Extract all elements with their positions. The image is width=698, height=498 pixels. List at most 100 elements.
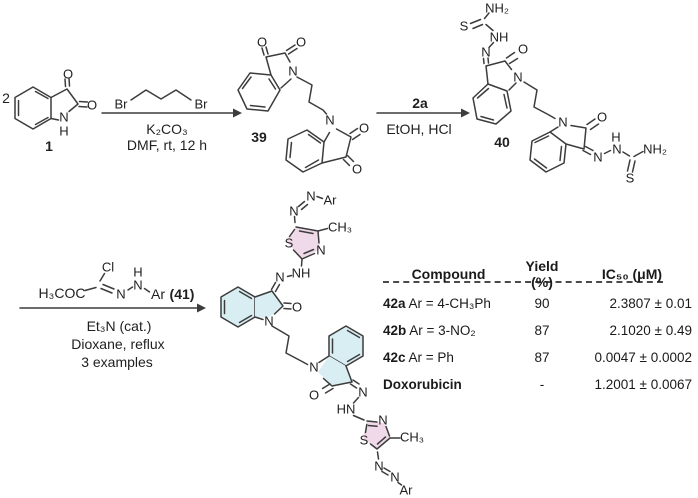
results-table: Compound Yield (%) IC₅₀ (μM) 42a Ar = 4-… [383, 258, 698, 398]
imine-n-label: N [481, 45, 490, 60]
carbonyl-o-label: O [518, 42, 528, 57]
compound-code: 42b [383, 323, 407, 338]
thiazole-s-label: S [285, 236, 294, 251]
ring-n-label: N [59, 110, 68, 125]
reagent-41: H₃COC Cl N N H Ar (41) [39, 260, 195, 303]
nh-n-label: N [612, 142, 621, 157]
carbonyl-o-label: O [359, 121, 369, 136]
carbonyl-o-label: O [87, 98, 97, 113]
yield-value: - [539, 377, 545, 392]
cl-label: Cl [102, 260, 114, 275]
table-header-yield: Yield (%) [525, 258, 559, 290]
aryl-label: Ar [151, 286, 165, 302]
table-row: 42c Ar = Ph 87 0.0047 ± 0.0002 [383, 344, 698, 371]
carbonyl-o-label: O [309, 388, 319, 403]
compound-code: Doxorubicin [383, 377, 462, 392]
nh-h-label: H [133, 265, 142, 280]
methyl-label: CH₃ [328, 220, 352, 235]
arrowhead-icon [233, 108, 242, 118]
nh-h-label: H [611, 130, 620, 145]
table-row: 42b Ar = 3-NO₂ 87 2.1020 ± 0.49 [383, 317, 698, 344]
yield-value: 87 [534, 323, 550, 338]
examples-label: 3 examples [81, 354, 153, 370]
arrowhead-icon [461, 108, 470, 118]
br-label: Br [195, 97, 209, 112]
arrowhead-icon [197, 303, 206, 313]
hydrazone-n-label: N [358, 385, 367, 400]
compound-number: 1 [45, 138, 53, 154]
ring-n-label: N [264, 314, 273, 329]
nh-n-label: N [133, 278, 142, 293]
ring-n-label: N [558, 115, 567, 130]
reaction-arrow-2: 2a EtOH, HCl [376, 95, 470, 137]
ic50-value: 0.0047 ± 0.0002 [594, 350, 693, 365]
azo-n-label: N [289, 204, 298, 219]
reaction-conditions: DMF, rt, 12 h [127, 137, 207, 153]
aryl-label: Ar [324, 193, 338, 208]
thiocarbonyl-s-label: S [626, 171, 635, 186]
nh-label: HN [337, 402, 356, 417]
carbonyl-o-label: O [63, 67, 73, 82]
thiocarbonyl-s-label: S [460, 19, 469, 34]
compound-substituent: Ar = Ph [408, 350, 454, 365]
reaction-arrow-1: Br Br K₂CO₃ DMF, rt, 12 h [101, 89, 242, 153]
hydrazone-n-label: N [275, 270, 284, 285]
thiazole-s-label: S [360, 433, 369, 448]
ic50-value: 2.1020 ± 0.49 [609, 323, 692, 338]
ring-n-label: N [309, 360, 318, 375]
table-header-compound: Compound [411, 266, 486, 282]
compound-code: 42c [383, 350, 406, 365]
br-label: Br [115, 97, 129, 112]
compound-number: (41) [170, 286, 195, 302]
carbonyl-o-label: O [292, 300, 302, 315]
azo-n-label: N [374, 459, 383, 474]
reaction-arrow-3: H₃COC Cl N N H Ar (41) Et₃N (cat.) Dioxa… [19, 260, 206, 370]
table-row: Doxorubicin - 1.2001 ± 0.0067 [383, 371, 698, 398]
ring-n-label: N [288, 64, 297, 79]
product-42: N N Ar S N CH₃ NH N O N N O [220, 189, 424, 498]
solvent-label: Dioxane, reflux [71, 336, 164, 352]
compound-substituent: Ar = 4-CH₃Ph [408, 296, 491, 311]
amine-nh2-label: NH₂ [485, 1, 509, 16]
carbonyl-o-label: O [597, 110, 607, 125]
yield-value: 87 [534, 350, 550, 365]
azo-n-label: N [390, 470, 399, 485]
acyl-group-label: H₃COC [39, 285, 86, 301]
compound-number: 39 [251, 129, 267, 145]
ic50-value: 1.2001 ± 0.0067 [594, 377, 693, 392]
methyl-label: CH₃ [400, 430, 424, 445]
amine-nh2-label: NH₂ [643, 142, 667, 157]
compound-number: 40 [494, 134, 510, 150]
compound-substituent: Ar = 3-NO₂ [409, 323, 476, 338]
reaction-conditions: EtOH, HCl [386, 121, 451, 137]
ring-n-label: N [325, 113, 334, 128]
table-divider [383, 281, 663, 283]
ic50-value: 2.3807 ± 0.01 [609, 296, 692, 311]
table-row: 42a Ar = 4-CH₃Ph 90 2.3807 ± 0.01 [383, 290, 698, 317]
yield-value: 90 [534, 296, 550, 311]
imine-n-label: N [593, 150, 602, 165]
molecule-40: N NH S NH₂ O N N O N H N S NH₂ 40 [460, 1, 667, 186]
catalyst-label: Et₃N (cat.) [87, 318, 152, 334]
nh-h-label: H [59, 124, 68, 139]
carbonyl-o-label: O [257, 35, 267, 50]
table-header-row: Compound Yield (%) IC₅₀ (μM) [383, 258, 698, 290]
reagent-label: 2a [412, 95, 428, 111]
compound-code: 42a [383, 296, 406, 311]
molecule-1: 2 O O N H 1 [2, 67, 97, 155]
aryl-label: Ar [400, 483, 414, 498]
thiazole-n-label: N [316, 243, 325, 258]
nh-label: NH [490, 30, 509, 45]
azo-n-label: N [306, 189, 315, 204]
stoichiometric-coefficient: 2 [2, 90, 10, 106]
carbonyl-o-label: O [296, 35, 306, 50]
nh-label: NH [292, 266, 311, 281]
molecule-39: O O N N O O 39 [237, 35, 369, 177]
base-reagent: K₂CO₃ [146, 121, 187, 137]
carbonyl-o-label: O [352, 162, 362, 177]
table-header-ic50: IC₅₀ (μM) [601, 266, 663, 282]
ring-n-label: N [513, 70, 522, 85]
imine-n-label: N [116, 287, 125, 302]
